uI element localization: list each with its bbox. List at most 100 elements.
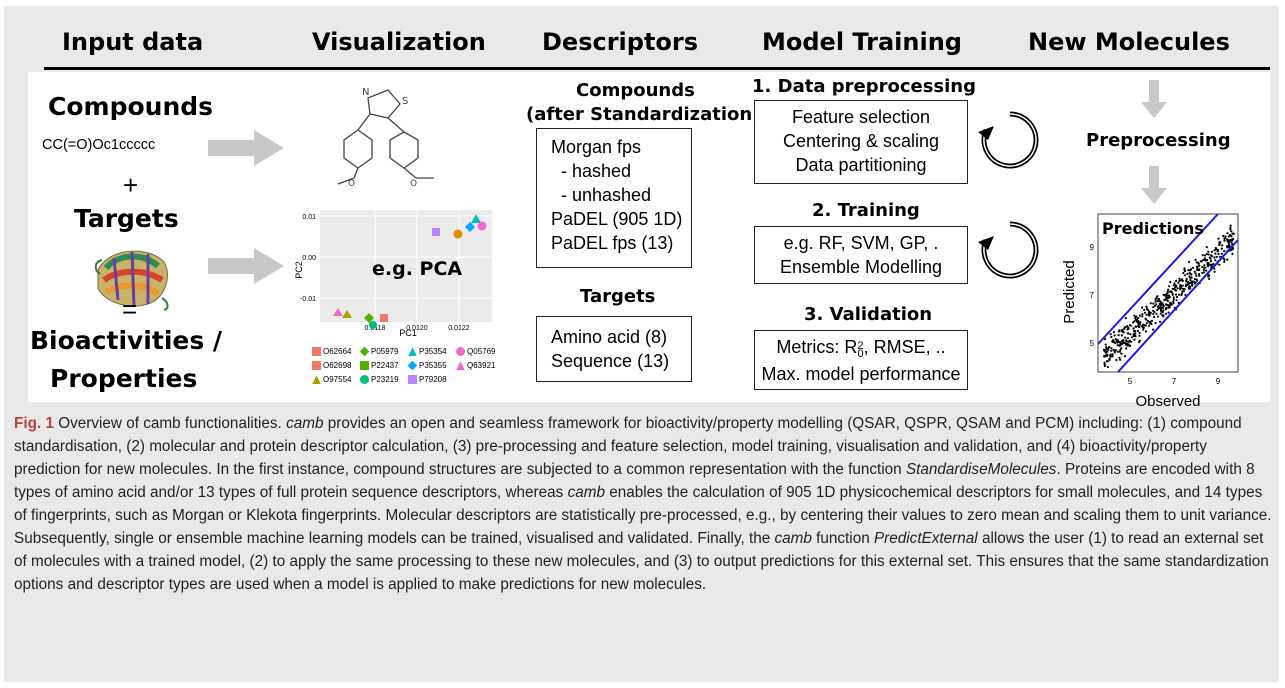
prediction-point: [1202, 268, 1205, 272]
step3-metric-rest: , RMSE, ..: [863, 337, 946, 357]
legend-item: P22437: [360, 361, 399, 371]
prediction-point: [1113, 334, 1116, 337]
legend-circle-icon: [456, 347, 465, 357]
prediction-point: [1202, 258, 1205, 262]
step1-item: Feature selection: [791, 107, 931, 127]
legend-square-icon: [312, 361, 321, 371]
prediction-point: [1231, 247, 1234, 250]
prediction-point: [1152, 306, 1155, 309]
prediction-point: [1229, 226, 1232, 229]
prediction-point: [1165, 296, 1168, 299]
prediction-point: [1172, 300, 1175, 303]
prediction-point: [1119, 358, 1122, 361]
target-descriptor-item: Amino acid (8): [551, 327, 668, 347]
prediction-point: [1167, 304, 1170, 307]
step2-item: e.g. RF, SVM, GP, .: [783, 233, 939, 253]
step1-item: Data partitioning: [795, 155, 927, 175]
prediction-point: [1189, 268, 1192, 272]
prediction-point: [1188, 286, 1192, 289]
prediction-point: [1217, 252, 1220, 256]
prediction-point: [1152, 309, 1155, 312]
cycle-arrow-icon: [978, 221, 1039, 279]
descriptors-compounds-title: Compounds: [576, 80, 695, 101]
prediction-point: [1208, 277, 1211, 280]
prediction-point: [1159, 320, 1162, 323]
prediction-point: [1118, 350, 1121, 353]
prediction-point: [1194, 272, 1197, 275]
prediction-point: [1149, 320, 1152, 323]
prediction-point: [1174, 284, 1177, 287]
prediction-point: [1210, 250, 1213, 253]
prediction-point: [1177, 293, 1181, 296]
prediction-point: [1225, 238, 1229, 241]
prediction-point: [1165, 312, 1168, 315]
input-equals: =: [122, 294, 138, 324]
prediction-point: [1125, 343, 1128, 346]
prediction-point: [1230, 235, 1233, 238]
prediction-point: [1110, 349, 1113, 352]
prediction-point: [1187, 281, 1190, 284]
prediction-point: [1116, 350, 1119, 353]
caption-fig-label: Fig. 1: [14, 415, 54, 432]
legend-label: P05979: [371, 347, 399, 356]
prediction-point: [1124, 325, 1127, 329]
header-descriptors: Descriptors: [542, 28, 699, 56]
step1-title: 1. Data preprocessing: [752, 76, 977, 97]
prediction-point: [1119, 341, 1122, 344]
prediction-point: [1133, 338, 1136, 341]
svg-text:O: O: [348, 179, 355, 189]
pca-point: [471, 214, 481, 223]
prediction-point: [1157, 305, 1160, 308]
prediction-point: [1137, 321, 1140, 324]
prediction-point: [1175, 299, 1178, 302]
prediction-point: [1150, 322, 1153, 326]
prediction-point: [1203, 266, 1206, 269]
prediction-point: [1169, 301, 1172, 304]
prediction-point: [1172, 298, 1175, 301]
pca-point: [342, 310, 352, 318]
prediction-point: [1138, 334, 1141, 337]
prediction-point: [1157, 297, 1160, 301]
caption-text: allows the user (1) to read an external …: [14, 530, 1269, 593]
arrow-targets-icon: [208, 248, 284, 284]
legend-item: P79208: [408, 375, 447, 385]
input-properties-label: Properties: [50, 364, 198, 393]
prediction-point: [1161, 306, 1165, 309]
prediction-point: [1197, 273, 1201, 276]
prediction-point: [1177, 281, 1180, 284]
prediction-point: [1134, 325, 1138, 328]
pca-ytick-1: 0.00: [302, 255, 316, 262]
prediction-point: [1191, 266, 1195, 269]
prediction-point: [1129, 324, 1132, 327]
prediction-point: [1220, 247, 1223, 250]
prediction-point: [1173, 287, 1176, 291]
descriptors-targets-title: Targets: [580, 286, 656, 307]
prediction-point: [1126, 328, 1129, 331]
prediction-point: [1117, 330, 1120, 333]
prediction-point: [1173, 282, 1176, 285]
prediction-point: [1153, 304, 1156, 308]
prediction-point: [1126, 344, 1129, 347]
prediction-point: [1207, 262, 1210, 265]
pca-point: [333, 308, 343, 316]
input-plus: +: [123, 170, 139, 200]
prediction-point: [1172, 302, 1175, 305]
prediction-point: [1133, 314, 1136, 317]
prediction-point: [1168, 285, 1171, 288]
prediction-point: [1159, 304, 1162, 307]
step2-box: e.g. RF, SVM, GP, . Ensemble Modelling: [754, 226, 968, 284]
step3-metrics: Metrics: R20, RMSE, ..: [755, 335, 967, 362]
compound-descriptor-item: PaDEL fps (13): [551, 233, 674, 253]
prediction-point: [1134, 317, 1137, 320]
prediction-point: [1172, 296, 1175, 299]
prediction-point: [1161, 314, 1164, 317]
prediction-point: [1104, 343, 1107, 346]
prediction-point: [1153, 315, 1156, 319]
input-bioactivities-label: Bioactivities /: [30, 326, 223, 355]
prediction-point: [1146, 320, 1150, 323]
legend-item: P35354: [408, 347, 447, 357]
caption-text: enables the calculation of 905 1D physic…: [14, 484, 1272, 547]
legend-item: P05979: [359, 347, 399, 357]
predictions-title: Predictions: [1102, 219, 1204, 238]
pred-ytick-7: 7: [1090, 291, 1095, 300]
